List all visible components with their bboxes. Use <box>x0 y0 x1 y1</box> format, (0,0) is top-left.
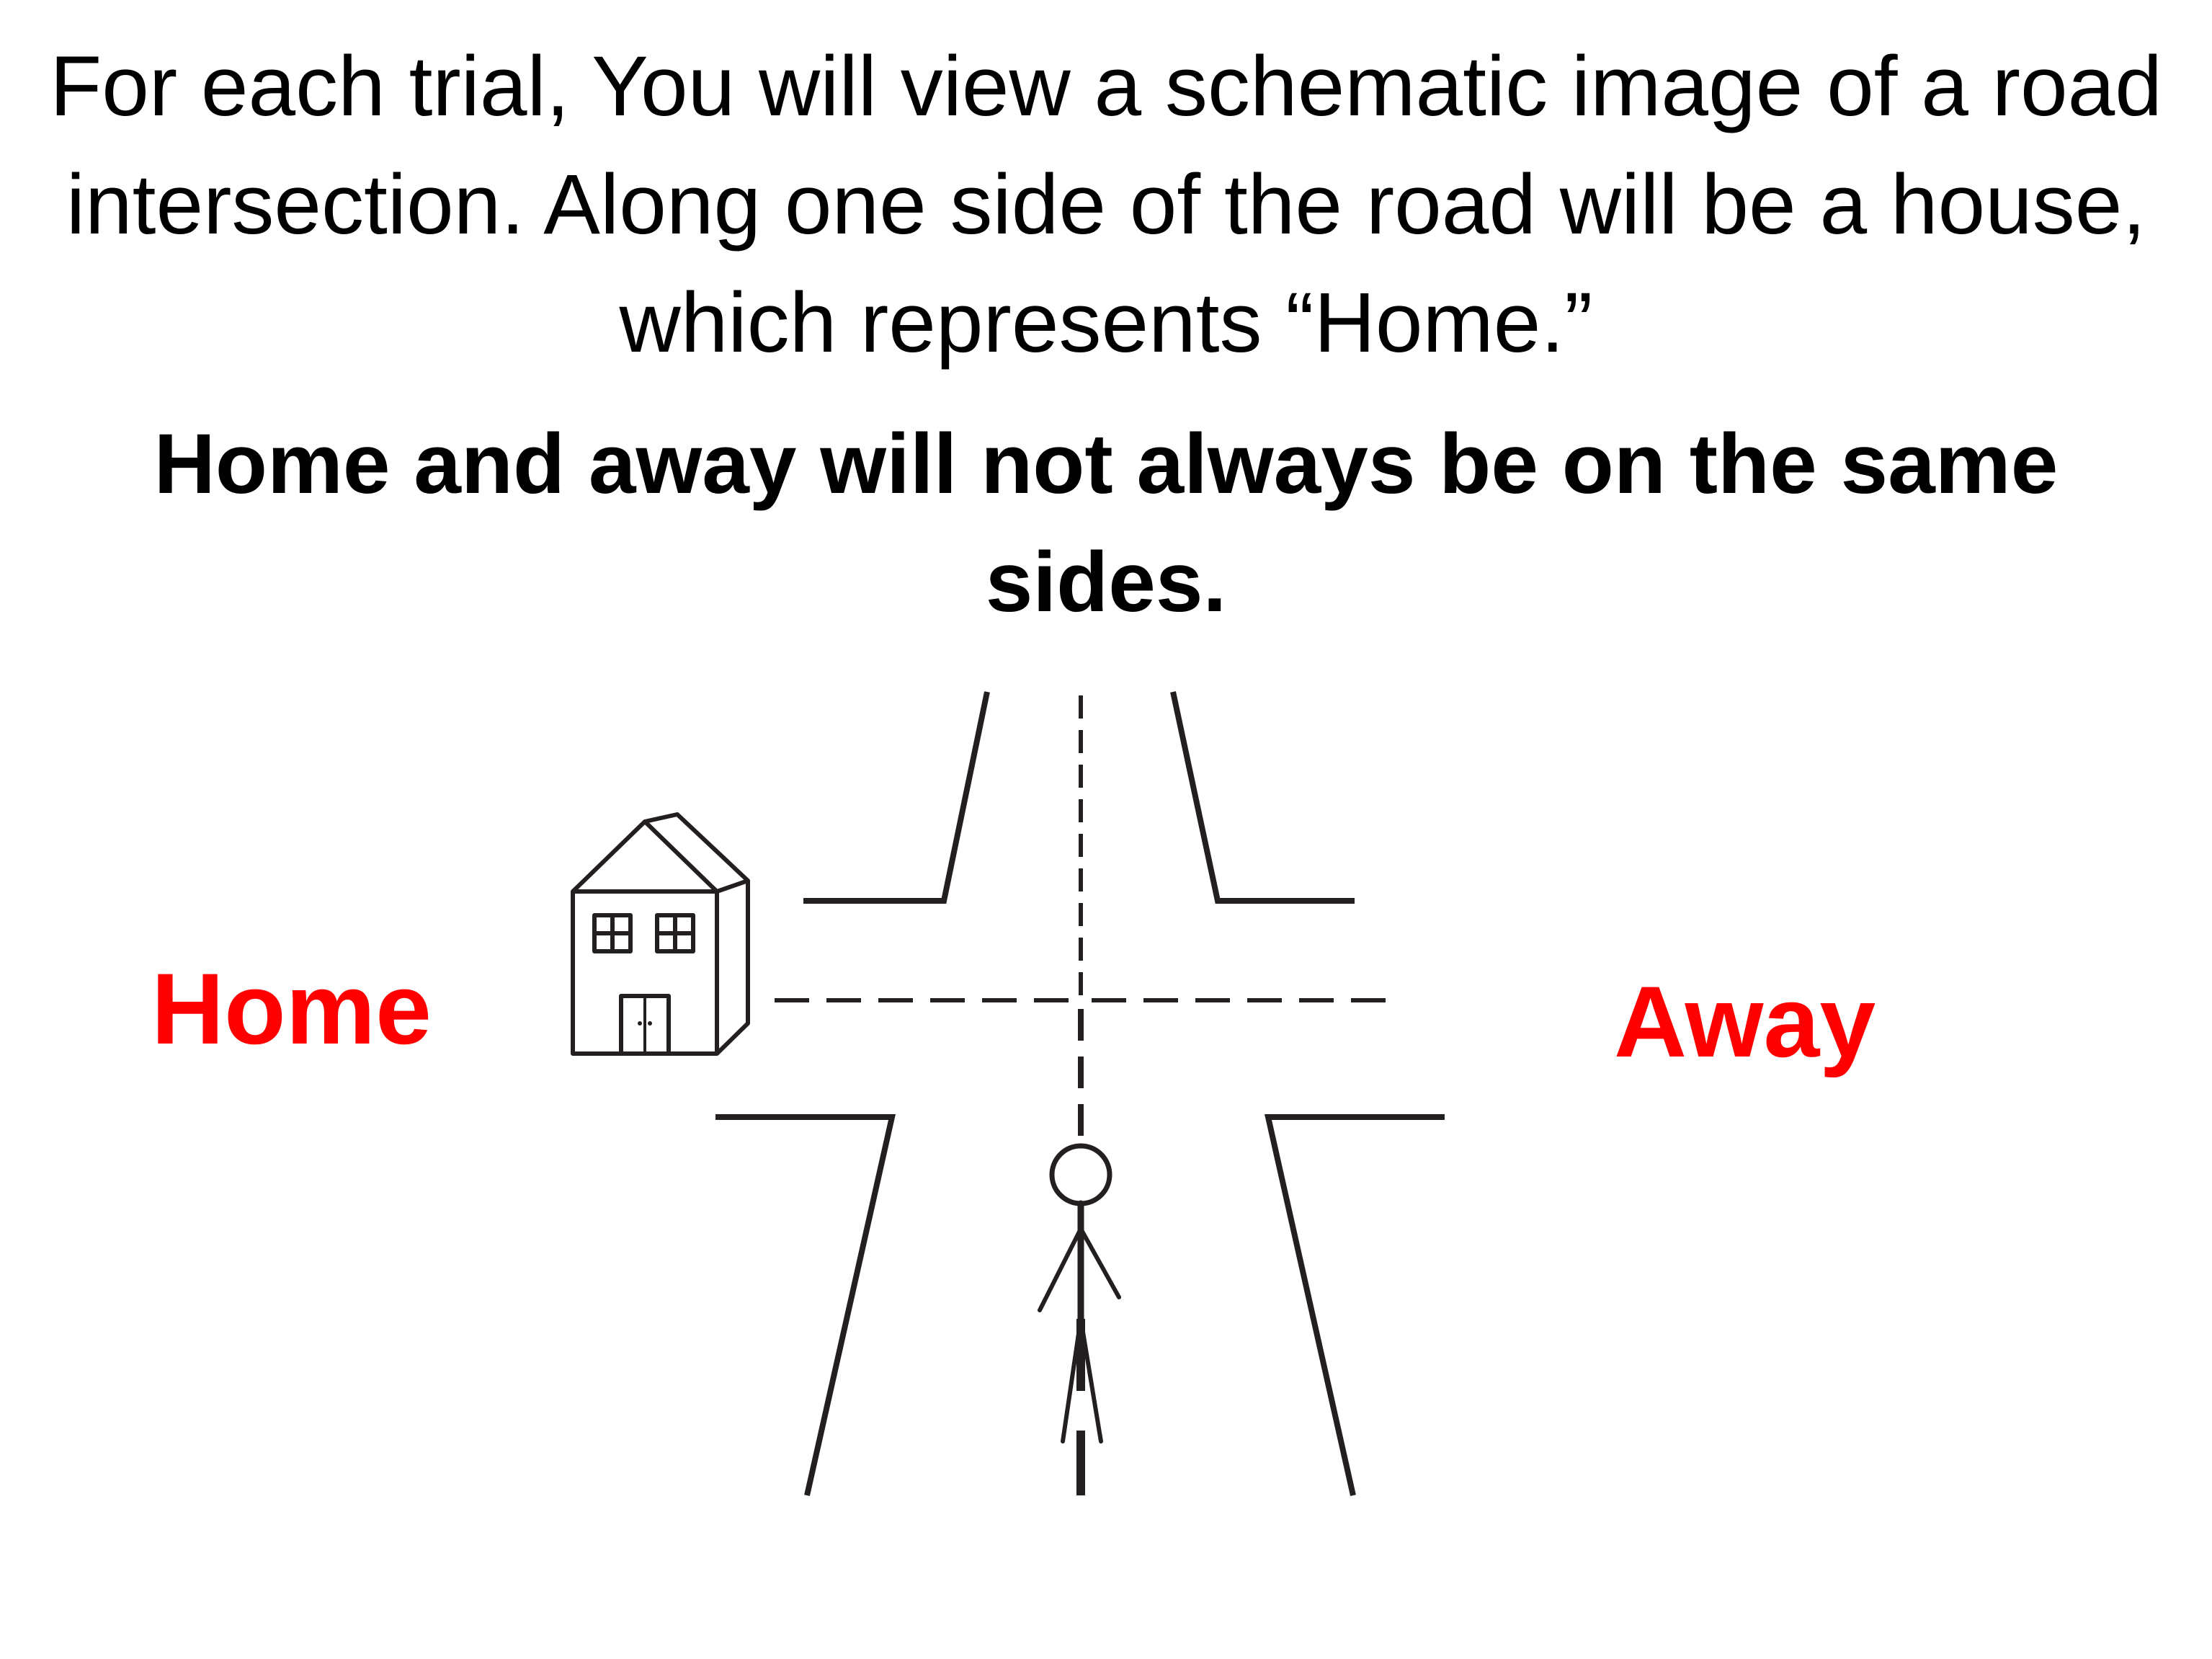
house-side-wall <box>715 881 750 1056</box>
road-edge-upper-left <box>803 691 990 904</box>
road-edges <box>715 691 1445 1496</box>
figure-head <box>1049 1143 1112 1206</box>
figure-arm-right <box>1079 1227 1121 1299</box>
home-label: Home <box>151 952 432 1065</box>
road-edge-upper-right <box>1170 691 1355 904</box>
road-edge-lower-left <box>715 1114 896 1496</box>
figure-leg-right <box>1079 1317 1103 1444</box>
figure-leg-left <box>1061 1317 1083 1444</box>
instructions-text: For each trial, You will view a schemati… <box>50 39 2162 370</box>
sides-note: Home and away will not always be on the … <box>153 417 2059 630</box>
house-roof-ridge <box>644 812 750 894</box>
away-label: Away <box>1614 965 1876 1078</box>
figure-arm-left <box>1038 1227 1083 1312</box>
stick-figure-icon <box>1038 1143 1121 1444</box>
road-edge-lower-right <box>1265 1114 1445 1496</box>
house-icon <box>571 812 750 1056</box>
lane-markings <box>775 695 1387 1495</box>
